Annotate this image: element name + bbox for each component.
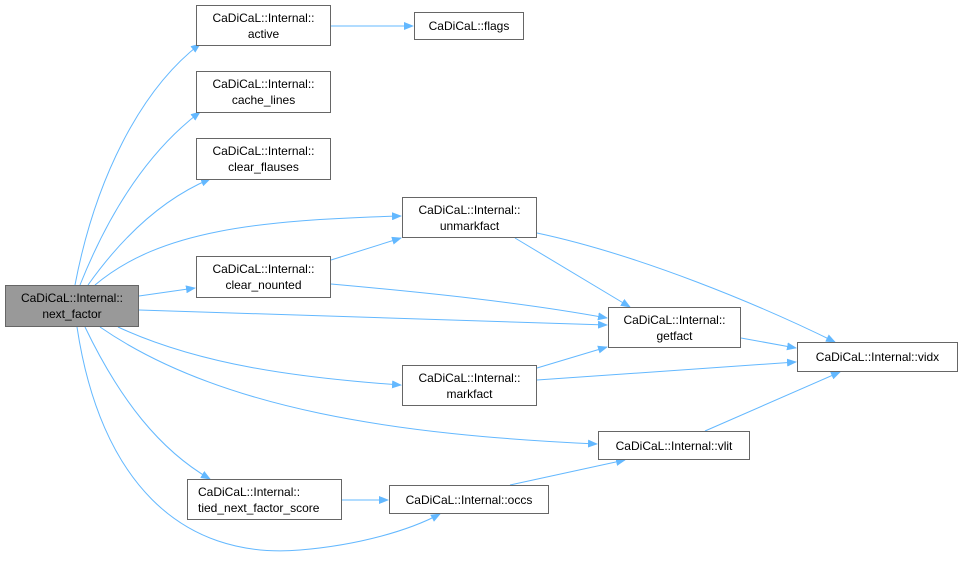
node-label: CaDiCaL::Internal:: — [212, 144, 315, 158]
edge-next_factor-vlit — [99, 326, 598, 448]
edge-next_factor-markfact — [117, 326, 402, 389]
edge-next_factor-occs — [76, 326, 441, 552]
edge-unmarkfact-getfact — [514, 237, 631, 308]
edge-markfact-vidx — [536, 358, 797, 381]
node-tied-next-factor-score[interactable]: CaDiCaL::Internal::tied_next_factor_scor… — [187, 479, 342, 520]
node-label: cache_lines — [231, 93, 296, 107]
edge-markfact-getfact — [536, 345, 608, 369]
edge-next_factor-tied — [84, 326, 211, 480]
edge-next_factor-clear_nounted — [138, 285, 196, 297]
node-active[interactable]: CaDiCaL::Internal::active — [196, 5, 331, 46]
node-label: clear_flauses — [228, 160, 299, 174]
node-vlit[interactable]: CaDiCaL::Internal::vlit — [598, 431, 750, 460]
node-label: markfact — [446, 386, 493, 401]
node-markfact[interactable]: CaDiCaL::Internal::markfact — [402, 365, 537, 406]
node-getfact[interactable]: CaDiCaL::Internal::getfact — [608, 307, 741, 348]
node-unmarkfact[interactable]: CaDiCaL::Internal::unmarkfact — [402, 197, 537, 238]
node-label: CaDiCaL::Internal:: — [212, 262, 315, 276]
node-clear-flauses[interactable]: CaDiCaL::Internal::clear_flauses — [196, 138, 331, 180]
node-label: next_factor — [42, 307, 102, 321]
node-label: unmarkfact — [439, 218, 500, 233]
node-label: CaDiCaL::Internal:: — [418, 202, 521, 217]
edge-vlit-vidx — [704, 371, 841, 432]
node-label: CaDiCaL::Internal:: — [623, 312, 726, 327]
node-label: CaDiCaL::Internal::vlit — [615, 438, 733, 453]
node-label: CaDiCaL::Internal:: — [418, 370, 521, 385]
edge-next_factor-unmarkfact — [94, 212, 402, 286]
node-label: CaDiCaL::Internal:: — [20, 291, 124, 305]
node-clear-nounted[interactable]: CaDiCaL::Internal::clear_nounted — [196, 256, 331, 298]
node-label: clear_nounted — [225, 278, 302, 292]
node-label: tied_next_factor_score — [198, 500, 320, 515]
edge-next_factor-clear_flauses — [87, 178, 211, 286]
node-flags[interactable]: CaDiCaL::flags — [414, 12, 524, 40]
edge-clear_nounted-unmarkfact — [330, 236, 402, 261]
node-cache-lines[interactable]: CaDiCaL::Internal::cache_lines — [196, 71, 331, 113]
node-next-factor: CaDiCaL::Internal::next_factor — [5, 285, 139, 327]
edge-next_factor-cache_lines — [79, 111, 201, 286]
node-label: getfact — [656, 328, 693, 343]
node-label: CaDiCaL::Internal:: — [198, 484, 301, 499]
node-label: CaDiCaL::flags — [428, 19, 510, 33]
edge-getfact-vidx — [740, 337, 797, 351]
node-label: CaDiCaL::Internal:: — [212, 77, 315, 91]
edge-occs-vlit — [509, 458, 626, 486]
node-label: CaDiCaL::Internal::vidx — [815, 350, 940, 364]
edge-next_factor-getfact — [138, 309, 608, 329]
node-label: CaDiCaL::Internal::occs — [405, 492, 533, 507]
edge-unmarkfact-vidx — [536, 232, 836, 343]
node-vidx[interactable]: CaDiCaL::Internal::vidx — [797, 342, 958, 372]
node-label: CaDiCaL::Internal:: — [212, 10, 315, 25]
edge-clear_nounted-getfact — [330, 283, 608, 321]
node-label: active — [247, 26, 280, 41]
edge-next_factor-active — [74, 43, 201, 286]
node-occs[interactable]: CaDiCaL::Internal::occs — [389, 485, 549, 514]
